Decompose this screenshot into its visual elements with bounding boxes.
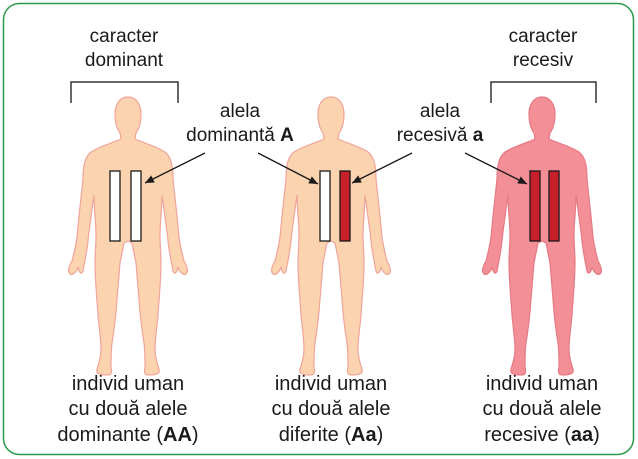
individual-label-aa: individ uman cu două alele recesive (aa) (466, 372, 618, 448)
recessive-character-label: caracter recesiv (483, 25, 603, 73)
allele-bar (530, 171, 540, 241)
allele-bar (131, 171, 141, 241)
dominant-allele-label: alela dominantă A (180, 100, 300, 148)
individual-label-AA: individ uman cu două alele dominante (AA… (53, 372, 203, 448)
recessive-allele-label: alela recesivă a (380, 100, 500, 148)
human-figure-recessive (483, 97, 602, 375)
allele-bar (320, 171, 330, 241)
dominant-character-label: caracter dominant (64, 25, 184, 73)
allele-bar (110, 171, 120, 241)
individual-label-Aa: individ uman cu două alele diferite (Aa) (256, 372, 406, 448)
human-figure-dominant (69, 97, 188, 375)
allele-bar (549, 171, 559, 241)
allele-bar (340, 171, 350, 241)
